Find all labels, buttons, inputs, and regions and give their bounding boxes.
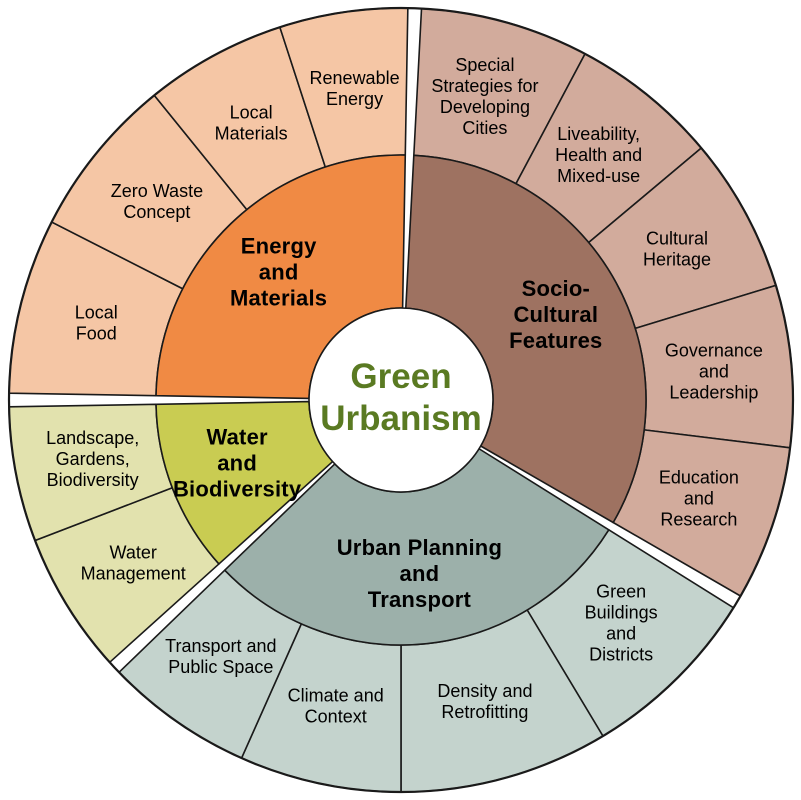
outer-boundary-circle — [7, 6, 795, 794]
center-hub-circle — [308, 307, 494, 493]
subsector-label-landscape-gardens-biodiversity: Landscape,Gardens,Biodiversity — [46, 428, 139, 490]
inner-ring-group — [155, 154, 647, 646]
